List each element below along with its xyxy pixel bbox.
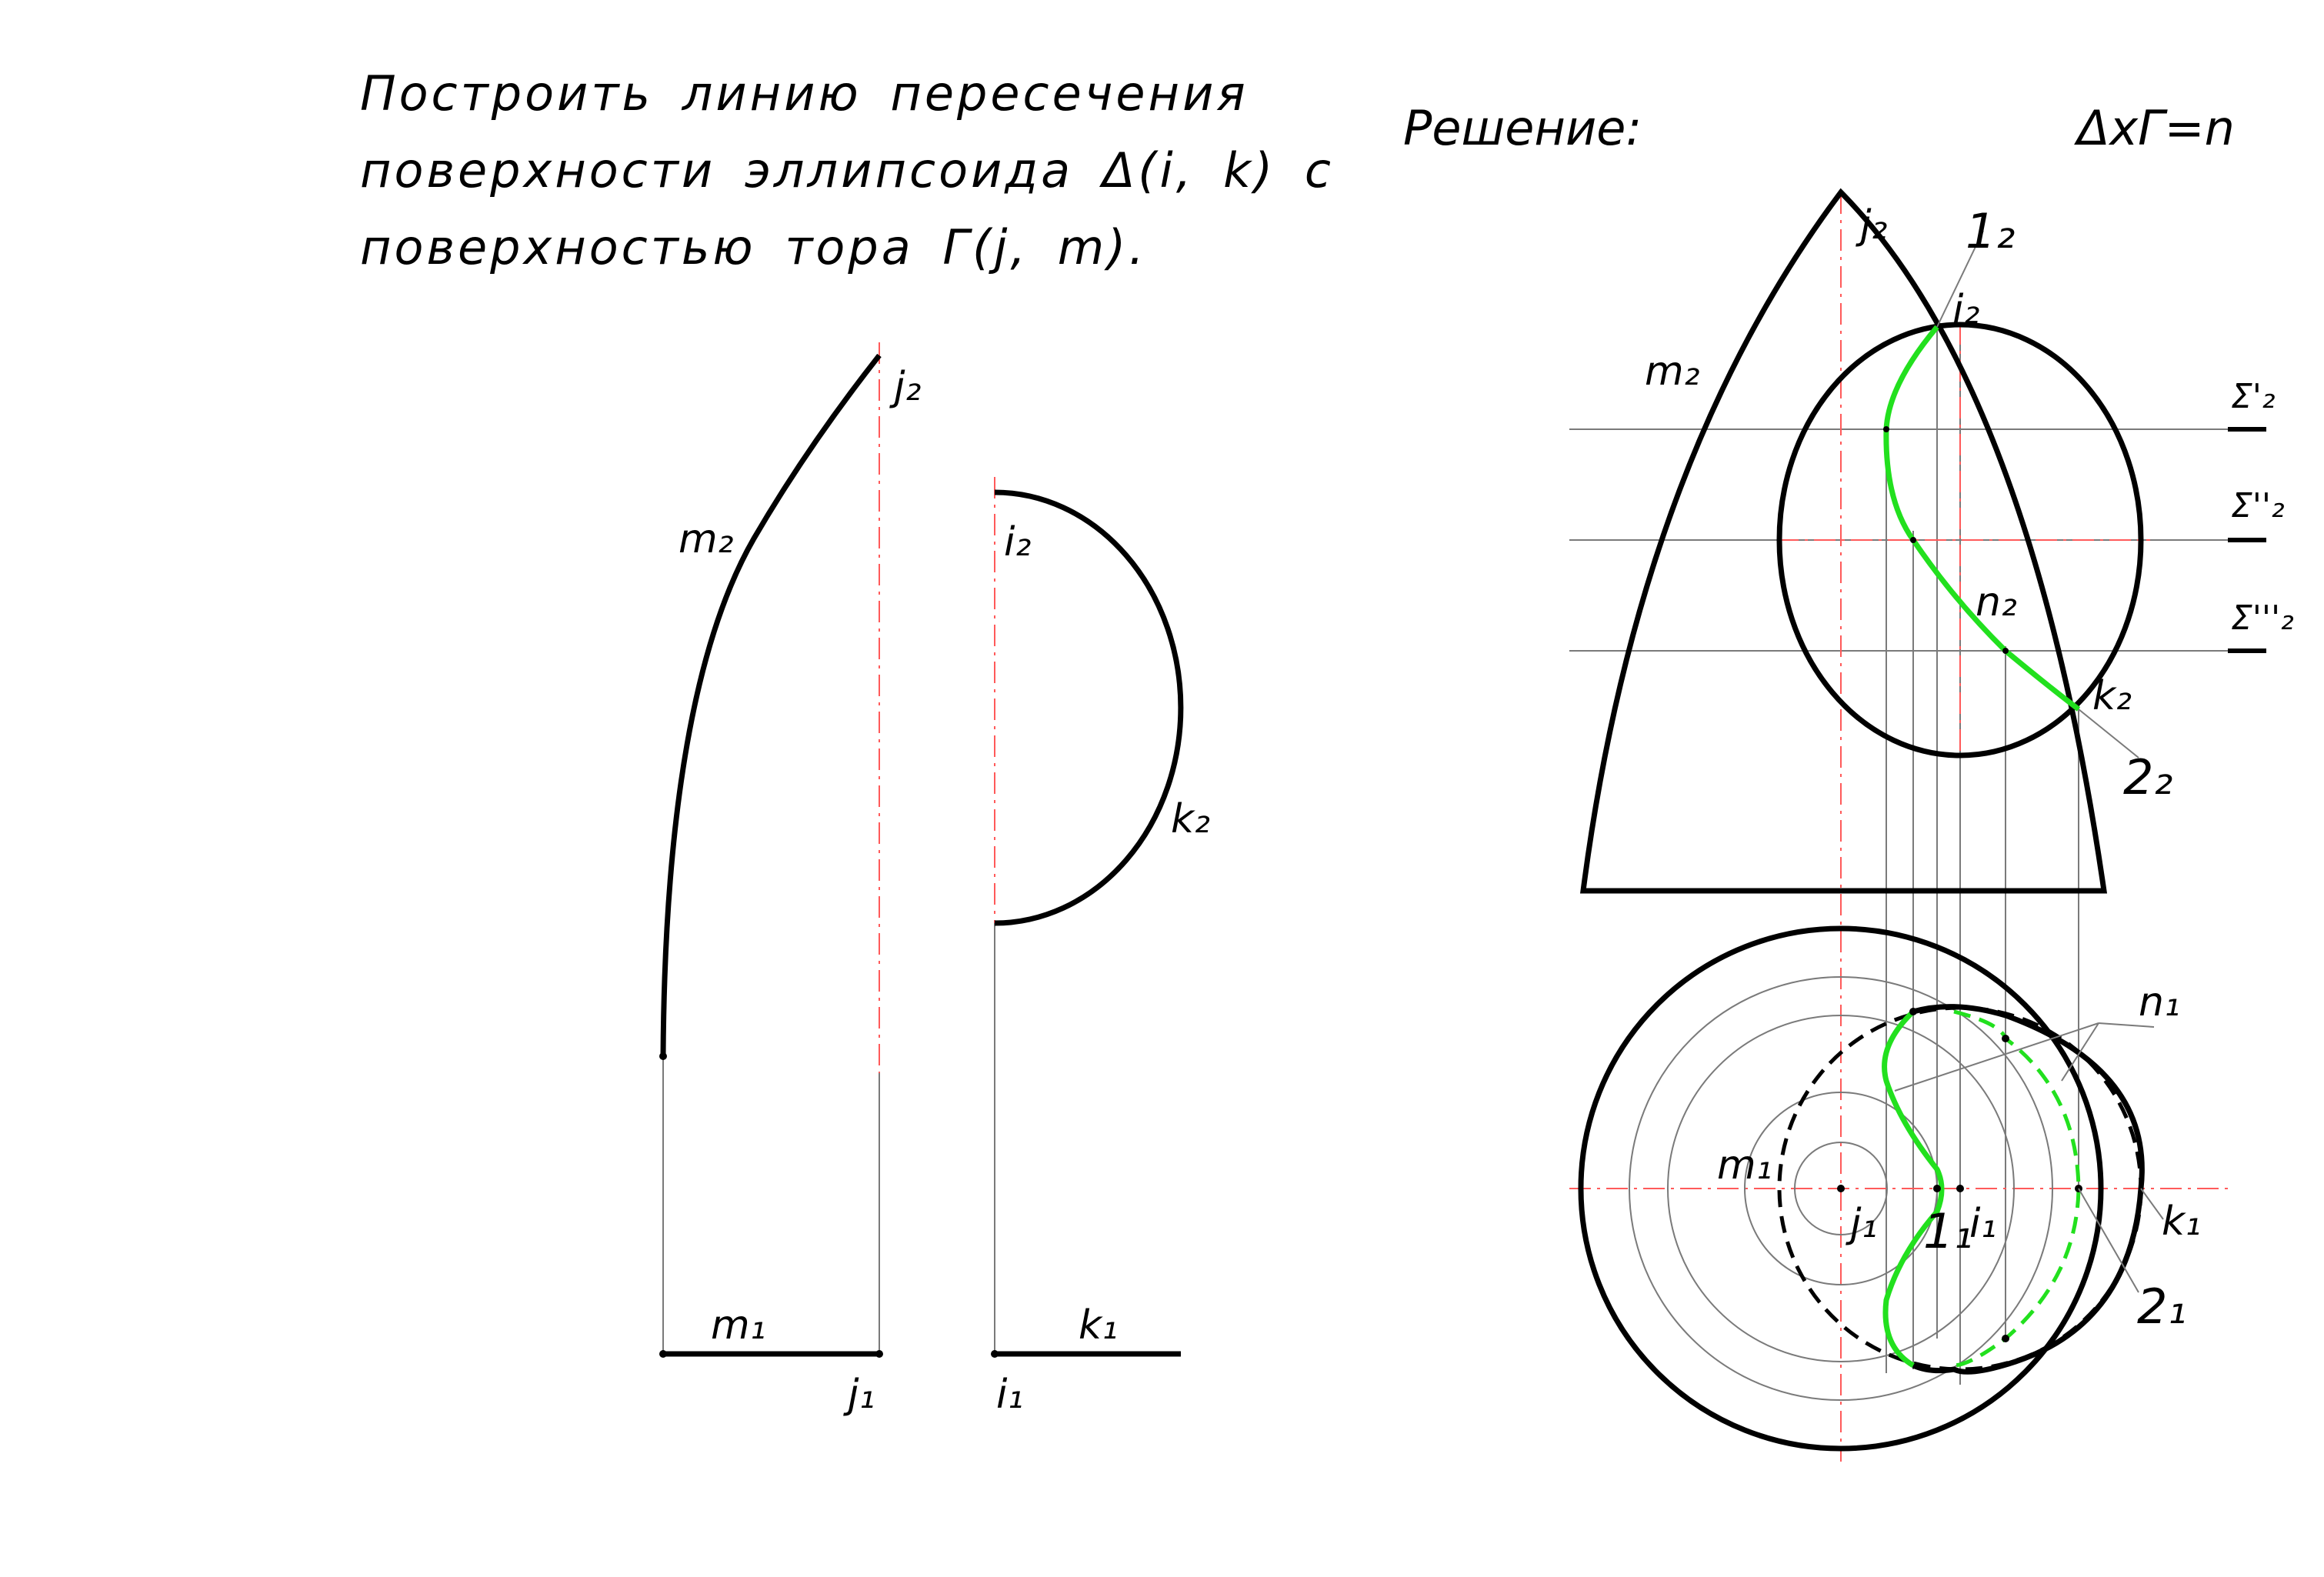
point-top-i1: [1956, 1185, 1964, 1192]
intersection-curve-n1-visible: [1882, 1009, 1945, 1369]
i1-point: [991, 1350, 999, 1358]
label-i1-left: i₁: [996, 1372, 1023, 1418]
section-circle-3: [1667, 1015, 2015, 1362]
label-n1: n₁: [2139, 979, 2180, 1025]
point-sigma1: [1883, 426, 1889, 432]
label-m1-left: m₁: [711, 1302, 766, 1349]
leader-1-2: [1936, 230, 1984, 328]
frontal-projection: j₂ 1₂ i₂ m₂ Σ'₂ Σ''₂ Σ'''₂ n₂ k₂ 2₂: [1569, 188, 2294, 1462]
torus-outline-front: [1580, 188, 2108, 894]
label-i2-left: i₂: [1004, 519, 1031, 565]
label-1-1: 1₁: [1923, 1203, 1972, 1259]
leader-n1-c: [2061, 1022, 2099, 1082]
torus-outline-top: [1578, 925, 2104, 1452]
solution-formula: ΔxΓ=n: [2077, 100, 2235, 156]
label-m1-top: m₁: [1717, 1142, 1772, 1189]
section-circle-4: [1629, 976, 2053, 1401]
label-1-2: 1₂: [1966, 203, 2015, 259]
label-k1-top: k₁: [2162, 1199, 2201, 1245]
point-sigma3: [2002, 648, 2009, 654]
ellipsoid-outline-top: [1912, 1004, 2145, 1375]
leader-2-1: [2078, 1188, 2139, 1293]
leader-n1-b: [1894, 1022, 2099, 1092]
label-k1-left: k₁: [1079, 1302, 1118, 1349]
intersection-curve-n2: [1883, 325, 2081, 712]
label-i2-front: i₂: [1952, 287, 1979, 333]
label-m2-left: m₂: [679, 516, 734, 562]
ellipsoid-outline-front: [1776, 322, 2144, 758]
solution-heading: Решение:: [1403, 100, 1642, 156]
point-top-c: [2002, 1335, 2009, 1342]
label-i1-top: i₁: [1969, 1201, 1996, 1247]
point-top-a: [1909, 1008, 1917, 1015]
label-2-1: 2₁: [2137, 1279, 2186, 1335]
label-k2-left: k₂: [1171, 796, 1210, 842]
point-top-b: [2002, 1035, 2009, 1042]
given-data: j₂ m₂ i₂ k₂ m₁ k₁ j₁ i₁: [659, 342, 1210, 1418]
point-top-j1: [1837, 1185, 1845, 1192]
task-line-1: Построить линию пересечения: [360, 65, 1249, 122]
section-circle-1: [1794, 1142, 1888, 1235]
leader-n1-a: [2098, 1022, 2155, 1028]
point-top-1: [1933, 1185, 1941, 1192]
ellipsoid-generatrix: [994, 489, 1184, 926]
leader-k1: [2140, 1188, 2164, 1220]
label-2-2: 2₂: [2123, 749, 2172, 805]
task-line-2: поверхности эллипсоида Δ(i, k) с: [360, 142, 1335, 198]
leader-2-2: [2078, 708, 2139, 758]
label-k2-front: k₂: [2092, 673, 2132, 719]
label-j2-left: j₂: [889, 364, 921, 410]
label-j1-top: j₁: [1846, 1201, 1877, 1247]
task-line-3: поверхностью тора Γ(j, m).: [360, 219, 1148, 275]
point-sigma2: [1910, 537, 1916, 543]
label-sigma1: Σ'₂: [2231, 377, 2276, 416]
label-sigma3: Σ'''₂: [2231, 598, 2294, 638]
label-j2-front: j₂: [1856, 202, 1887, 248]
horizontal-projection: n₁ m₁ j₁ 1₁ i₁ k₁ 2₁: [1569, 925, 2231, 1452]
label-j1-left: j₁: [843, 1372, 875, 1418]
j1-point: [875, 1350, 883, 1358]
label-n2: n₂: [1976, 579, 2017, 625]
label-m2-front: m₂: [1645, 348, 1700, 395]
m2-endpoint: [659, 1052, 667, 1060]
label-sigma2: Σ''₂: [2231, 486, 2285, 525]
m1-point: [659, 1350, 667, 1358]
task-statement: Построить линию пересечения поверхности …: [360, 55, 1360, 286]
torus-generatrix-m2: [660, 353, 882, 1057]
